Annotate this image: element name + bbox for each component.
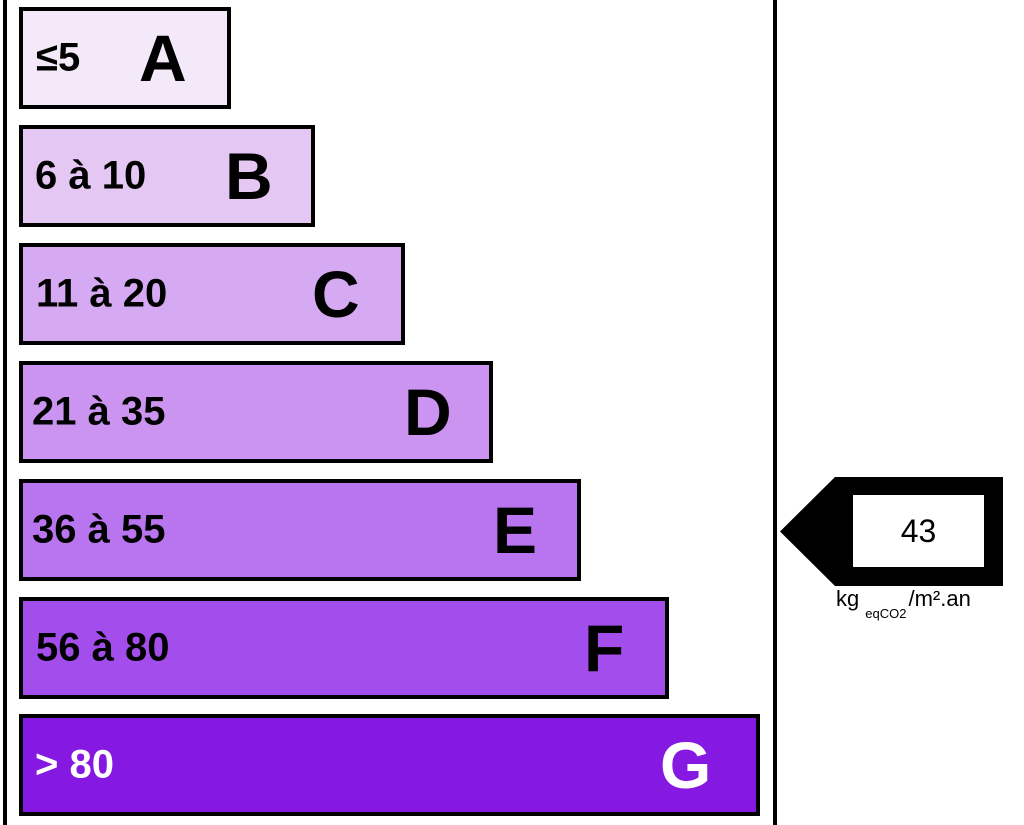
class-range-e: 36 à 55 bbox=[32, 507, 166, 552]
class-letter-g: G bbox=[660, 728, 712, 802]
class-letter-c: C bbox=[312, 257, 360, 331]
class-band-g: > 80 G bbox=[19, 714, 760, 816]
class-letter-e: E bbox=[493, 493, 538, 567]
class-range-b: 6 à 10 bbox=[35, 153, 147, 198]
class-letter-f: F bbox=[584, 611, 625, 685]
indicator-value: 43 bbox=[900, 512, 937, 549]
indicator-unit: kg eqCO2/m².an bbox=[836, 586, 971, 621]
class-band-c: 11 à 20 C bbox=[19, 243, 405, 345]
unit-suffix: /m².an bbox=[908, 586, 971, 611]
class-band-d: 21 à 35 D bbox=[19, 361, 493, 463]
class-band-f: 56 à 80 F bbox=[19, 597, 669, 699]
indicator-value-box: 43 bbox=[853, 495, 984, 567]
class-letter-a: A bbox=[139, 21, 187, 95]
class-band-e: 36 à 55 E bbox=[19, 479, 581, 581]
class-range-d: 21 à 35 bbox=[32, 389, 166, 434]
class-letter-d: D bbox=[404, 375, 452, 449]
unit-prefix: kg bbox=[836, 586, 860, 611]
class-range-f: 56 à 80 bbox=[36, 625, 170, 670]
unit-subscript: eqCO2 bbox=[865, 606, 907, 621]
class-range-g: > 80 bbox=[35, 742, 114, 787]
left-frame-line bbox=[3, 0, 7, 825]
divider-line bbox=[773, 0, 777, 825]
class-letter-b: B bbox=[225, 139, 273, 213]
class-range-c: 11 à 20 bbox=[36, 271, 168, 316]
class-band-b: 6 à 10 B bbox=[19, 125, 315, 227]
class-band-a: ≤5 A bbox=[19, 7, 231, 109]
class-range-a: ≤5 bbox=[36, 35, 81, 80]
